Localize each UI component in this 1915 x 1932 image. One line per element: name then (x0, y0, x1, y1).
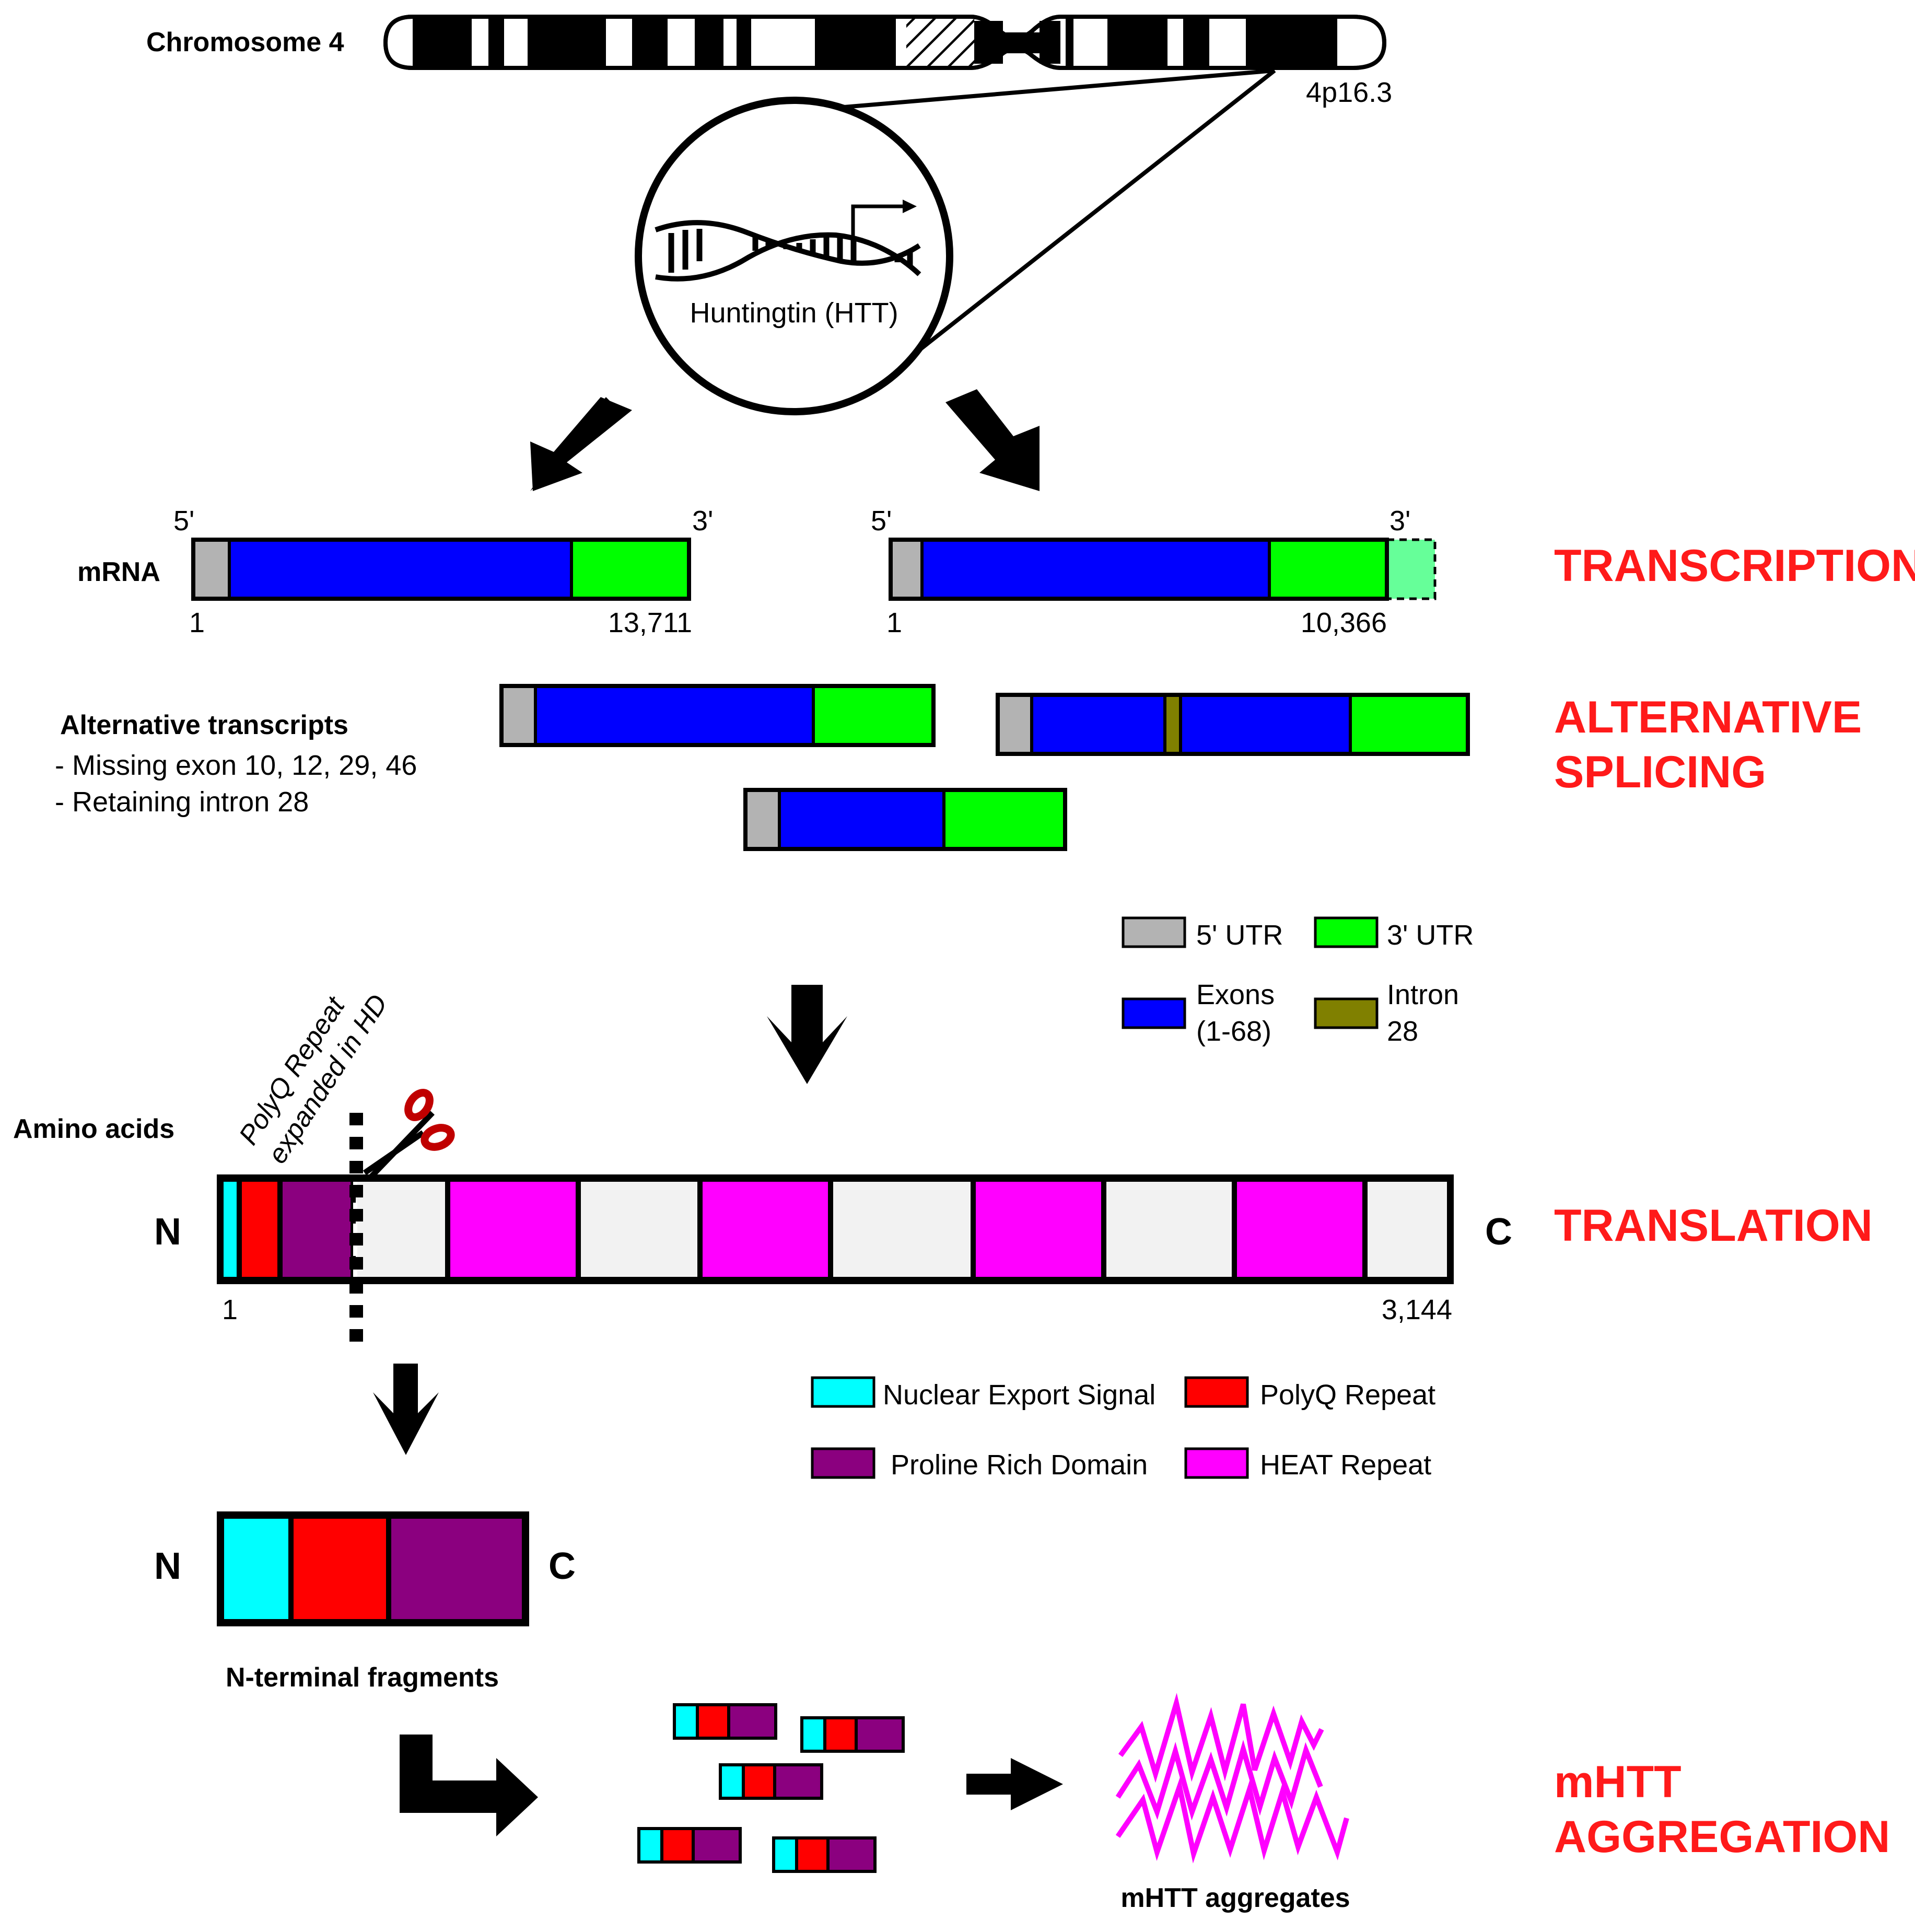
protein-c-term: C (1485, 1211, 1512, 1253)
legend-exons-label-1: Exons (1196, 979, 1275, 1010)
stage-aggregation-line1: mHTT (1554, 1757, 1682, 1807)
small-fragment (772, 1836, 877, 1873)
mrna-left-start: 1 (189, 607, 205, 638)
mrna-left-end: 13,711 (608, 607, 692, 638)
stage-alt-splicing-line2: SPLICING (1554, 747, 1766, 797)
alt-transcript-3 (743, 788, 1067, 851)
arrow-to-aggregates-icon (966, 1758, 1063, 1810)
legend-polyq-label: PolyQ Repeat (1260, 1379, 1435, 1411)
heat-repeat-4 (1237, 1182, 1362, 1277)
fragment-cluster (637, 1703, 905, 1873)
heat-repeat-2 (703, 1182, 828, 1277)
legend-utr5-swatch (1122, 916, 1186, 948)
gene-circle: Huntingtin (HTT) (635, 97, 953, 415)
legend-utr3-label: 3' UTR (1387, 920, 1474, 951)
chromosome-label: Chromosome 4 (146, 27, 344, 57)
gene-label: Huntingtin (HTT) (690, 297, 898, 329)
heat-repeat-3 (976, 1182, 1101, 1277)
legend-nes-swatch (811, 1376, 875, 1408)
aggregates-caption: mHTT aggregates (1120, 1883, 1350, 1913)
aggregate-icon (1115, 1693, 1349, 1864)
heat-repeat-1 (450, 1182, 576, 1277)
mrna-left-three-prime: 3' (692, 505, 713, 537)
fragment-caption: N-terminal fragments (226, 1662, 499, 1693)
transcription-start-icon (851, 200, 917, 246)
protein-legend: Nuclear Export Signal PolyQ Repeat Proli… (811, 1376, 1435, 1481)
protein-prd-segment (283, 1182, 351, 1277)
mrna-right-start: 1 (886, 607, 902, 638)
fragment-c-term: C (548, 1545, 576, 1587)
alt-transcripts-item-1: - Missing exon 10, 12, 29, 46 (55, 750, 417, 781)
stage-translation: TRANSLATION (1554, 1201, 1873, 1251)
legend-exons-label-2: (1-68) (1196, 1016, 1271, 1047)
mrna-legend: 5' UTR 3' UTR Exons (1-68) Intron 28 (1122, 916, 1474, 1047)
protein-start: 1 (222, 1294, 238, 1325)
legend-polyq-swatch (1184, 1376, 1249, 1408)
alt-transcript-1 (499, 684, 936, 747)
mrna-right-end: 10,366 (1301, 607, 1387, 638)
legend-heat-swatch (1184, 1447, 1249, 1479)
small-fragment (673, 1703, 777, 1740)
scissors-icon (363, 1089, 455, 1182)
stage-transcription: TRANSCRIPTION (1554, 541, 1915, 591)
stage-aggregation-line2: AGGREGATION (1554, 1812, 1890, 1862)
mrna-right-three-prime: 3' (1389, 505, 1410, 537)
mrna-right (889, 538, 1437, 601)
alt-transcripts-item-2: - Retaining intron 28 (55, 786, 309, 818)
legend-heat-label: HEAT Repeat (1260, 1449, 1431, 1481)
protein-end: 3,144 (1382, 1294, 1452, 1325)
arrow-to-aggregation-icon (400, 1735, 538, 1836)
legend-intron-label-1: Intron (1387, 979, 1459, 1010)
protein-polyq-segment (242, 1182, 277, 1277)
alt-transcript-2 (996, 693, 1470, 756)
alt-transcripts-heading: Alternative transcripts (60, 710, 348, 740)
polyq-note: PolyQ Repeat expanded in HD (233, 989, 393, 1169)
stage-alt-splicing-line1: ALTERNATIVE (1554, 692, 1862, 742)
arrow-to-right-mrna-icon (945, 389, 1040, 491)
protein-nes-segment (224, 1182, 237, 1277)
n-terminal-fragment (217, 1511, 529, 1626)
protein-bar (217, 1174, 1454, 1284)
arrow-to-fragment-icon (373, 1364, 439, 1455)
legend-utr5-label: 5' UTR (1196, 920, 1283, 951)
legend-prd-swatch (811, 1447, 875, 1479)
protein-n-term: N (154, 1211, 181, 1253)
legend-utr3-swatch (1314, 916, 1379, 948)
mrna-right-five-prime: 5' (871, 505, 892, 537)
zoom-line-bottom (918, 68, 1276, 352)
small-fragment (800, 1716, 905, 1753)
small-fragment (637, 1827, 742, 1864)
zoom-line-top (825, 68, 1275, 111)
mrna-left (191, 538, 691, 601)
mrna-label: mRNA (77, 557, 160, 587)
legend-intron-label-2: 28 (1387, 1016, 1418, 1047)
small-fragment (719, 1763, 823, 1800)
fragment-n-term: N (154, 1545, 181, 1587)
legend-intron-swatch (1314, 997, 1379, 1029)
amino-acids-label: Amino acids (13, 1114, 174, 1144)
arrow-to-protein-icon (767, 985, 847, 1084)
locus-label: 4p16.3 (1306, 77, 1392, 108)
chromosome-ideogram (383, 15, 1387, 70)
legend-nes-label: Nuclear Export Signal (883, 1379, 1155, 1411)
mrna-left-five-prime: 5' (173, 505, 194, 537)
legend-exons-swatch (1122, 997, 1186, 1029)
legend-prd-label: Proline Rich Domain (891, 1449, 1148, 1481)
